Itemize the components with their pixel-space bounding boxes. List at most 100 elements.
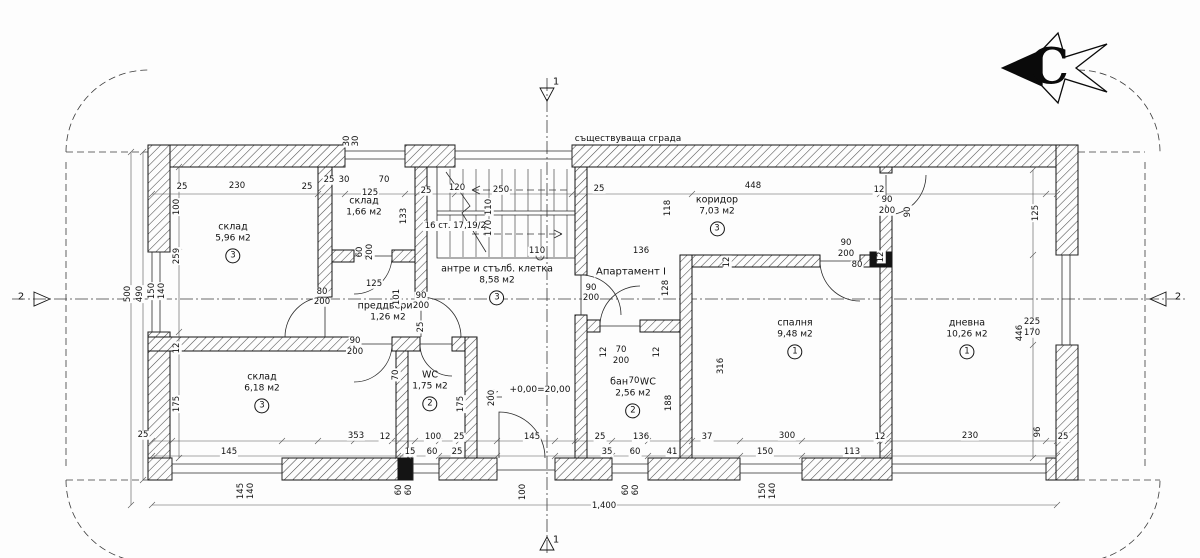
dimension-label: 200 <box>581 292 601 303</box>
dimension-label: 150 <box>146 281 157 301</box>
section-triangles <box>33 87 1167 551</box>
dimension-label: 150 <box>757 481 768 501</box>
dimension-label: 35 <box>600 446 614 457</box>
dimension-label: 90 <box>902 205 913 219</box>
dimension-label: 200 <box>345 346 365 357</box>
dimension-label: 200 <box>411 300 431 311</box>
dimension-label: 100 <box>517 482 528 502</box>
dimension-label: 25 <box>1056 431 1070 442</box>
dimension-label: 113 <box>842 446 862 457</box>
elevation-label: +0,00=20,00 <box>507 385 573 395</box>
dimension-label: 125 <box>360 187 380 198</box>
dimension-label: 90 <box>414 290 428 301</box>
dimension-label: 448 <box>743 180 763 191</box>
dimension-label: 12 <box>873 431 887 442</box>
dimension-label: 25 <box>450 446 464 457</box>
dimension-label: 12 <box>721 255 732 269</box>
dimension-label: 96 <box>1032 425 1043 439</box>
dimension-label: 200 <box>611 355 631 366</box>
dimension-label: 100 <box>423 431 443 442</box>
stairs <box>436 167 575 261</box>
dimension-label: 60 <box>620 483 631 497</box>
dimension-label: 70 <box>614 344 628 355</box>
dimension-lines <box>127 148 1061 509</box>
dimension-label: 12 <box>171 341 182 355</box>
dimension-label: 136 <box>631 245 651 256</box>
dimension-label: 136 <box>631 431 651 442</box>
dimension-label: 125 <box>364 278 384 289</box>
dimension-label: 200 <box>364 242 375 262</box>
dimension-label: 101 <box>391 287 402 307</box>
dimension-label: 110 <box>527 245 547 256</box>
dimension-label: 316 <box>715 356 726 376</box>
dimension-label: 80 <box>850 259 864 270</box>
dimension-label: 12 <box>378 431 392 442</box>
dimension-label: 70 <box>377 174 391 185</box>
dimension-label: 90 <box>880 194 894 205</box>
dimension-label: 60 <box>425 446 439 457</box>
dimension-label: 41 <box>665 446 679 457</box>
dimension-label: 125 <box>1030 203 1041 223</box>
dimension-label: 15 <box>403 446 417 457</box>
windows <box>148 145 1078 480</box>
dimension-label: 490 <box>134 284 145 304</box>
dimension-label: 37 <box>700 431 714 442</box>
dimension-label: 175 <box>455 394 466 414</box>
dimension-label: 145 <box>235 481 246 501</box>
dimension-label: 446 <box>1014 323 1025 343</box>
dimension-label: 12 <box>651 345 662 359</box>
dimension-label: 60 <box>393 483 404 497</box>
dimension-label: 25 <box>592 183 606 194</box>
section-marker-label: 1 <box>552 76 560 88</box>
dimension-label: 60 <box>628 446 642 457</box>
section-marker-label: 1 <box>552 534 560 546</box>
dimension-label: 150 <box>755 446 775 457</box>
dimension-label: 60 <box>630 483 641 497</box>
walls <box>147 144 1079 481</box>
dimension-label: 118 <box>662 198 673 218</box>
dimension-label: 175 <box>171 394 182 414</box>
dimension-label: 12 <box>872 184 886 195</box>
dimension-label: 25 <box>419 185 433 196</box>
dimension-label: 188 <box>663 393 674 413</box>
dimension-label: 70 <box>627 375 641 386</box>
dimension-label: 140 <box>156 281 167 301</box>
dimension-label: 60 <box>403 483 414 497</box>
dimension-label: 133 <box>398 206 409 226</box>
dimension-label: 128 <box>660 278 671 298</box>
dimension-label: 200 <box>486 388 497 408</box>
dimension-label: 230 <box>960 430 980 441</box>
dimension-label: 30 <box>337 174 351 185</box>
dimension-label: 300 <box>777 430 797 441</box>
dimension-label: 140 <box>767 481 778 501</box>
dimension-label: 25 <box>300 181 314 192</box>
dimension-label: 170 <box>483 218 494 238</box>
dimension-label: 70 <box>390 368 401 382</box>
dimension-label: 60 <box>354 245 365 259</box>
dimension-label: 170 <box>1022 327 1042 338</box>
apartment-label: Апартамент I <box>594 266 668 278</box>
dimension-label: 259 <box>171 246 182 266</box>
dimension-label: 25 <box>175 181 189 192</box>
dimension-label: 12 <box>875 250 886 264</box>
existing-building-label: съществуваща сграда <box>572 134 684 144</box>
dimension-label: 353 <box>346 430 366 441</box>
dimension-label: 230 <box>227 180 247 191</box>
dimension-label: 90 <box>839 237 853 248</box>
dimension-label: 140 <box>245 481 256 501</box>
section-marker-label: 2 <box>17 291 25 303</box>
dimension-label: 225 <box>1022 316 1042 327</box>
north-letter: C <box>1029 36 1069 96</box>
dimension-label: 250 <box>491 184 511 195</box>
dimension-label: 120 <box>447 182 467 193</box>
